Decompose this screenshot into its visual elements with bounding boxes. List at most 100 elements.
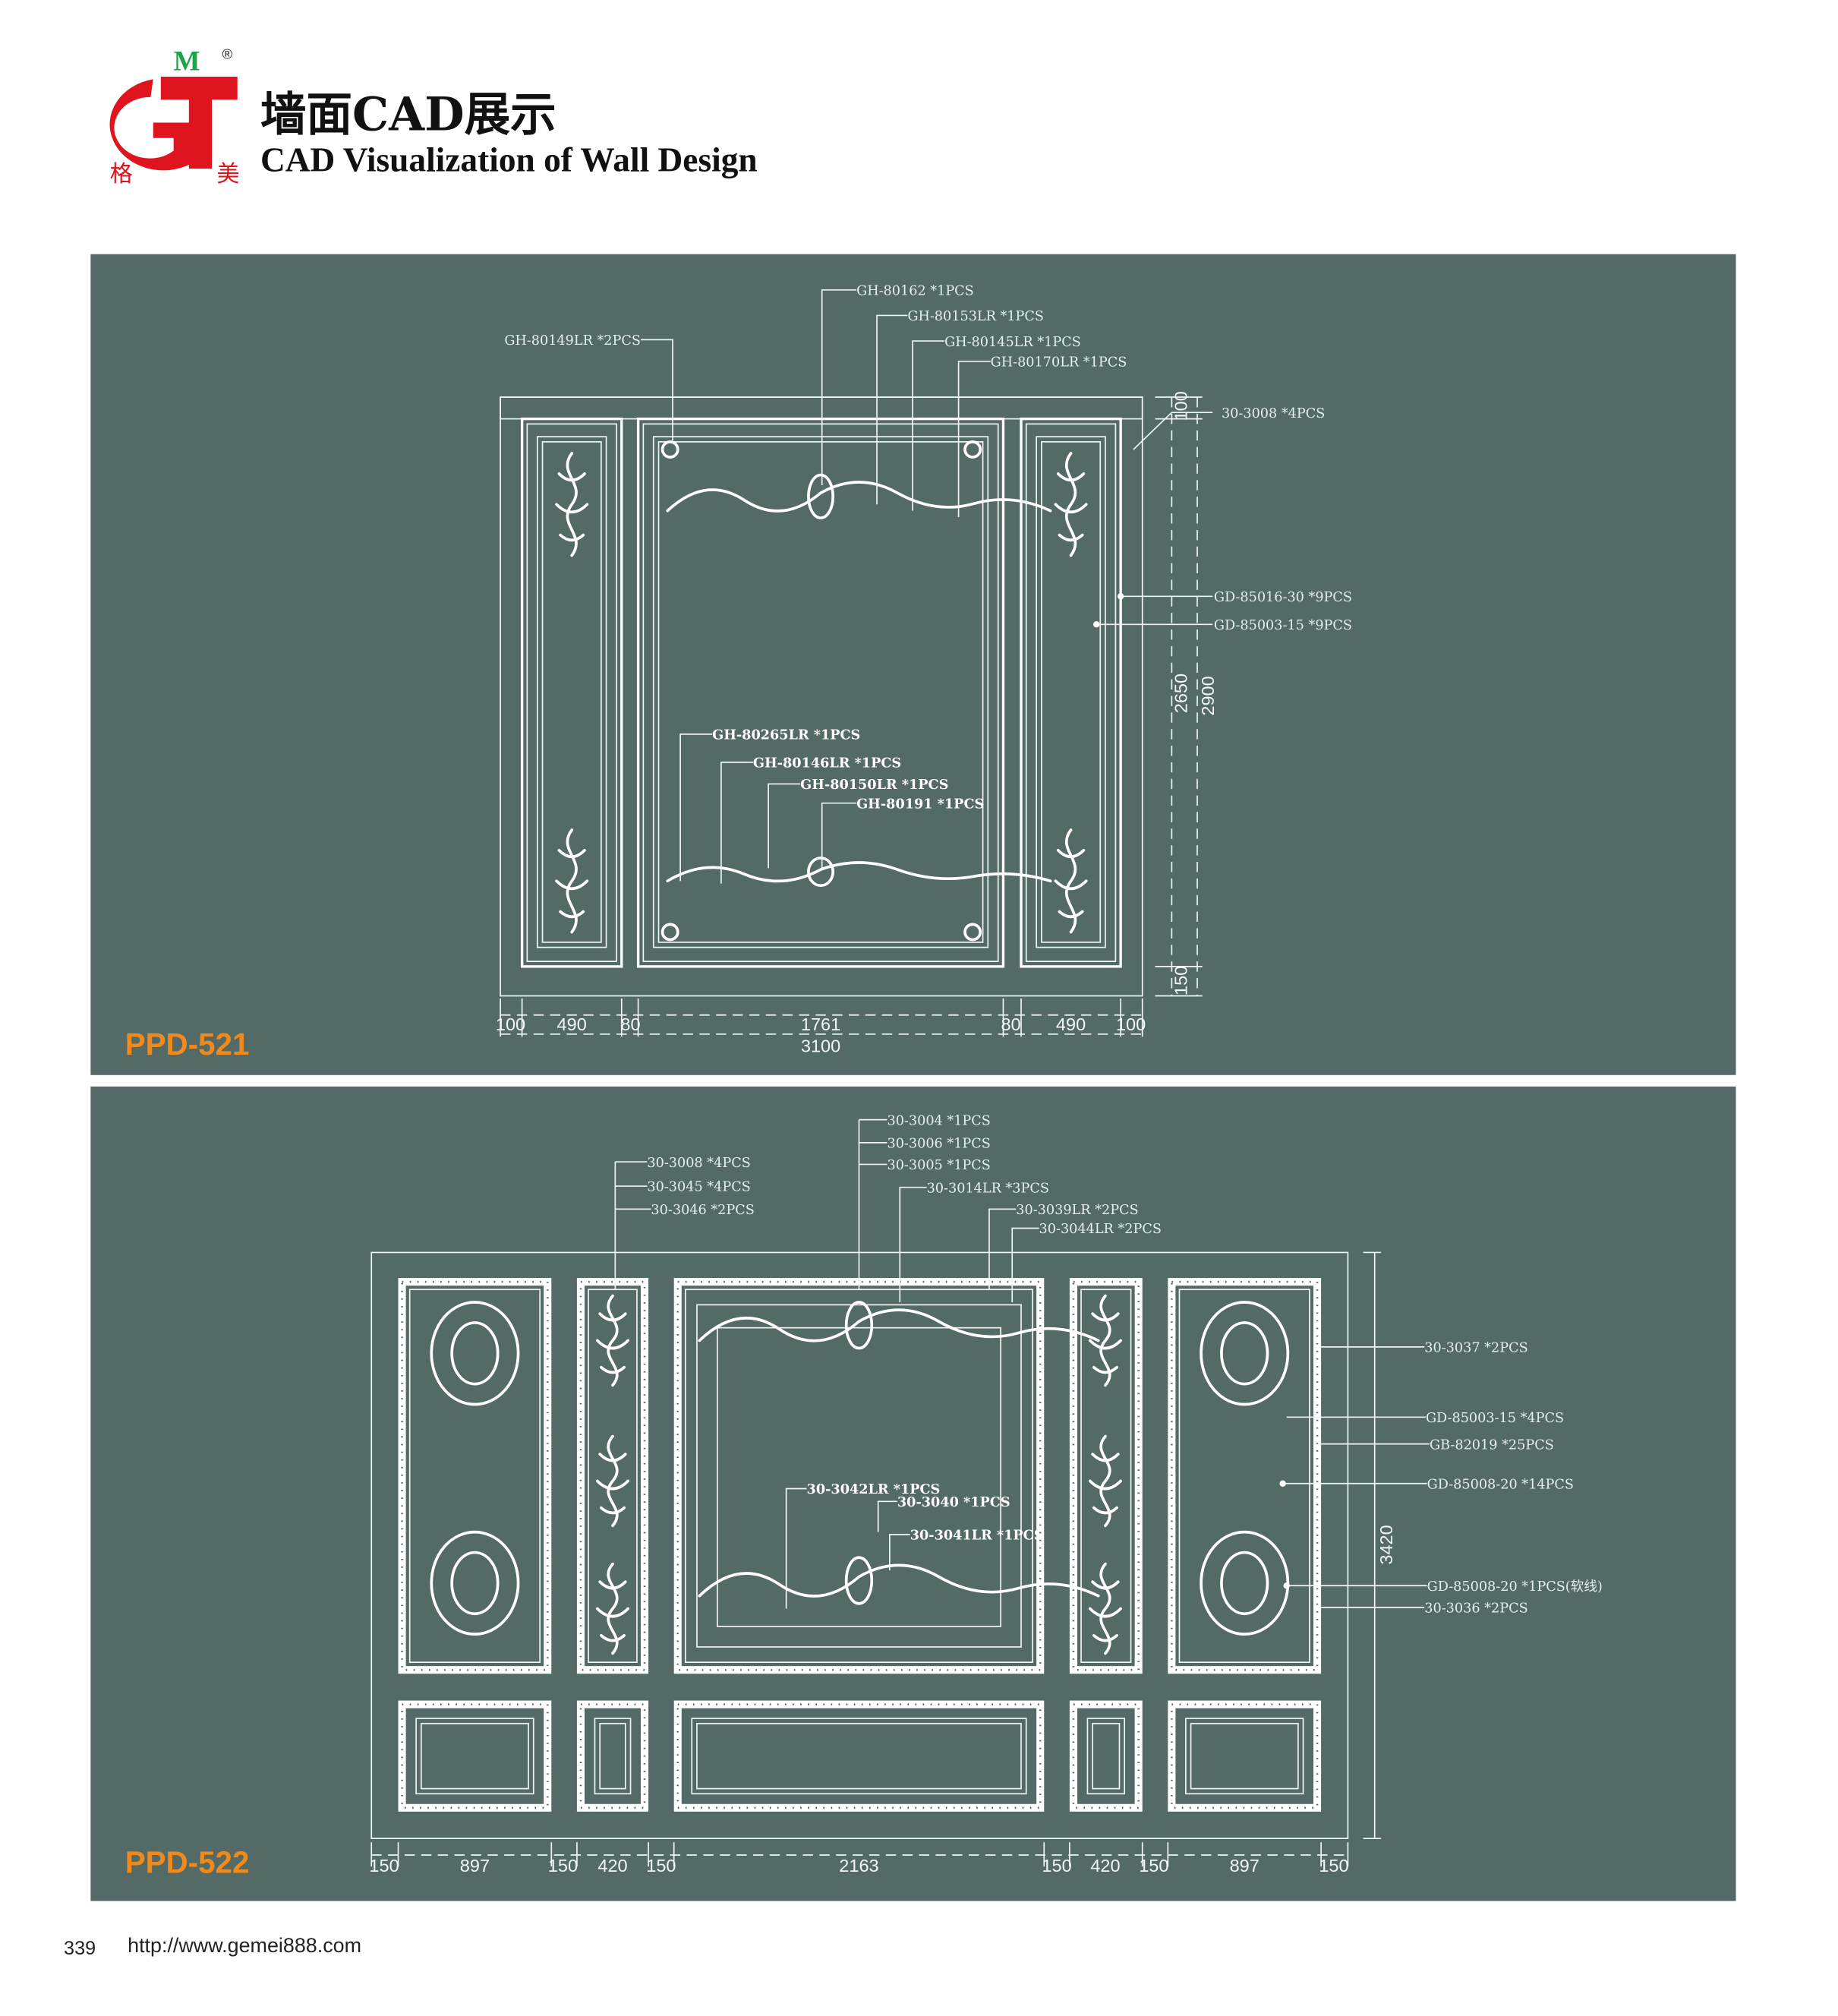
lower-panel-inset — [415, 1718, 534, 1795]
panel-inset — [1080, 1289, 1132, 1663]
top-center-ornament — [666, 481, 1052, 513]
side-panel-ornament — [1054, 452, 1088, 557]
dimension-h: 897 — [1230, 1856, 1259, 1876]
leader-dot — [1117, 593, 1124, 600]
lower-panel-inset-inner — [420, 1722, 529, 1790]
top-center-ornament — [698, 1308, 1100, 1342]
narrow-panel-ornament — [1088, 1294, 1122, 1387]
dimension-h: 150 — [646, 1856, 676, 1876]
dimension-h: 1761 — [801, 1014, 840, 1034]
dimension-h: 150 — [369, 1856, 399, 1876]
leader-line — [1011, 1227, 1039, 1303]
part-label: GH-80145LR *1PCS — [944, 335, 1081, 350]
part-label: 30-3041LR *1PCS — [910, 1528, 1044, 1544]
bottom-center-ornament — [698, 1563, 1100, 1598]
dimension-v: 2900 — [1198, 676, 1218, 715]
lower-panel-inset — [1185, 1718, 1304, 1795]
panel-frame — [636, 417, 1005, 968]
narrow-panel-ornament — [1088, 1434, 1122, 1528]
leader-line — [899, 1186, 927, 1303]
center-inset-frame — [696, 1304, 1022, 1648]
dimension-v: 150 — [1171, 966, 1191, 995]
floral-ornament — [430, 1301, 520, 1406]
ornament-center — [844, 1301, 874, 1350]
lower-panel-frame — [1069, 1700, 1143, 1812]
brand-logo: M ® 格 美 — [109, 46, 240, 188]
floral-ornament-inner — [450, 1321, 500, 1386]
leader-line — [679, 734, 713, 882]
floral-ornament-inner — [1220, 1321, 1269, 1386]
leader-line — [876, 314, 908, 505]
lower-panel-inset-inner — [1190, 1722, 1299, 1790]
panel-frame-inner — [526, 423, 617, 962]
part-label: 30-3045 *4PCS — [647, 1180, 750, 1195]
leader-line — [957, 361, 991, 518]
panel-inset-inner — [541, 441, 602, 943]
part-label: GD-85003-15 *9PCS — [1214, 618, 1352, 633]
design-code-522: PPD-522 — [125, 1845, 250, 1880]
lower-panel-dots — [401, 1703, 549, 1809]
dimension-h: 897 — [460, 1856, 490, 1876]
leader-line — [912, 340, 945, 511]
dimension-h: 150 — [548, 1856, 578, 1876]
part-label: GH-80150LR *1PCS — [800, 777, 948, 793]
corner-ornament — [963, 440, 982, 459]
dimension-h: 490 — [557, 1014, 587, 1034]
part-label: 30-3006 *1PCS — [887, 1137, 990, 1152]
part-label: GH-80265LR *1PCS — [712, 727, 860, 743]
dimension-v: 3420 — [1376, 1525, 1396, 1564]
dimension-h: 150 — [1042, 1856, 1071, 1876]
panel-inset — [1036, 436, 1106, 948]
dimension-total-width: 3100 — [801, 1036, 840, 1056]
lower-panel-dots — [579, 1703, 646, 1809]
part-label: 30-3039LR *2PCS — [1016, 1203, 1138, 1218]
leader-line — [877, 1500, 897, 1532]
panel-frame — [520, 417, 623, 968]
website-url[interactable]: http://www.gemei888.com — [128, 1934, 361, 1957]
logo-g-shape — [109, 79, 192, 171]
page-title-cn: 墙面CAD展示 — [260, 88, 556, 142]
dimension-h: 150 — [1319, 1856, 1348, 1876]
part-label: 30-3042LR *1PCS — [807, 1481, 941, 1497]
leader-dot — [1283, 1582, 1290, 1589]
page-title-en: CAD Visualization of Wall Design — [260, 140, 758, 178]
narrow-panel-ornament — [595, 1294, 630, 1387]
panel-frame — [1020, 417, 1122, 968]
dimension-v: 100 — [1171, 391, 1191, 421]
panel-inset — [652, 436, 989, 948]
part-label: GB-82019 *25PCS — [1430, 1437, 1554, 1453]
lower-panel-inset — [691, 1718, 1027, 1795]
part-label: GD-85008-20 *14PCS — [1427, 1477, 1574, 1492]
narrow-panel-ornament — [1088, 1562, 1122, 1655]
part-label: 30-3008 *4PCS — [647, 1156, 750, 1171]
drawing-panel-521 — [90, 254, 1736, 1075]
part-label: GH-80191 *1PCS — [856, 796, 984, 812]
leader-line — [1133, 412, 1213, 450]
part-label: GH-80149LR *2PCS — [504, 333, 641, 349]
narrow-panel-ornament — [595, 1562, 630, 1655]
dimension-v: 2650 — [1171, 674, 1191, 713]
dimension-h: 490 — [1056, 1014, 1086, 1034]
panel-inset — [536, 436, 607, 948]
dimension-h: 100 — [1116, 1014, 1146, 1034]
ornament-center — [807, 857, 835, 888]
leader-line — [888, 1534, 910, 1571]
part-label: 30-3004 *1PCS — [887, 1113, 990, 1128]
lower-panel-inset-inner — [599, 1722, 626, 1790]
panel-frame-dots — [1072, 1280, 1140, 1671]
lower-panel-inset-inner — [696, 1722, 1022, 1790]
leader-line — [988, 1208, 1017, 1290]
part-label: 30-3040 *1PCS — [897, 1494, 1010, 1510]
part-label: GH-80153LR *1PCS — [907, 309, 1044, 324]
part-label: GD-85003-15 *4PCS — [1426, 1411, 1564, 1426]
dimension-h: 2163 — [839, 1856, 878, 1876]
side-panel-ornament — [555, 452, 589, 557]
part-label: GD-85008-20 *1PCS(软线) — [1427, 1579, 1603, 1595]
side-panel-ornament — [555, 828, 589, 934]
part-label: 30-3008 *4PCS — [1222, 406, 1325, 421]
corner-ornament — [660, 440, 679, 459]
narrow-panel-ornament — [595, 1434, 630, 1528]
floral-ornament-inner — [450, 1551, 500, 1616]
